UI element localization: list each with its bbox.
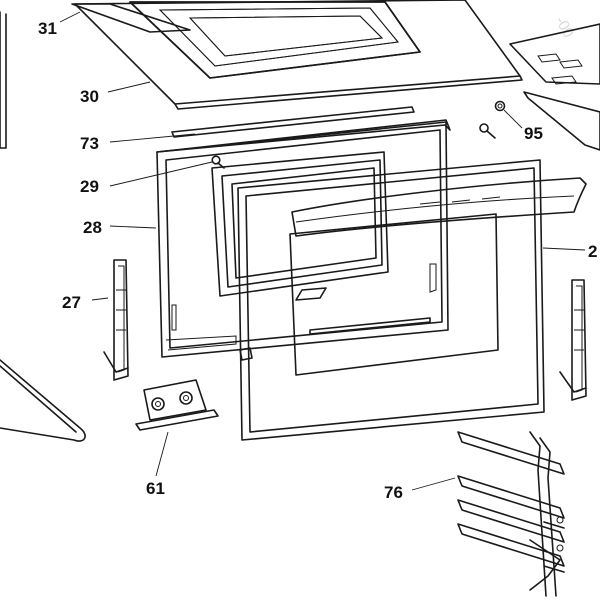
leader-2x (542, 247, 586, 251)
part-27-left-hinge (103, 259, 129, 381)
right-hinge (559, 279, 587, 401)
label-76: 76 (384, 483, 403, 502)
part-29-screw (211, 155, 225, 169)
part-61-bracket (135, 379, 219, 431)
outer-door-panel (237, 159, 545, 441)
label-30: 30 (80, 87, 99, 106)
label-95: 95 (524, 124, 543, 143)
leader-76 (411, 477, 456, 491)
leader-30 (107, 81, 151, 93)
label-27: 27 (62, 293, 81, 312)
part-28-door-frame (156, 119, 451, 358)
door-handle (291, 177, 587, 237)
leader-27 (91, 297, 109, 301)
left-wire-rack (0, 359, 86, 442)
label-61: 61 (146, 479, 165, 498)
left-cabinet-edge (0, 11, 7, 149)
leader-28 (109, 225, 157, 229)
part-30-base-plate (74, 0, 523, 110)
inner-glass-frame (211, 151, 389, 297)
part-76-shelf-runners (457, 431, 565, 597)
watermark-text: -00 (552, 14, 578, 41)
leader-29 (109, 161, 213, 187)
part-labels: 31 30 73 95 29 28 2 27 61 76 (38, 19, 597, 502)
leader-73 (109, 133, 196, 143)
part-73-seal-strip (171, 106, 415, 138)
part-95-screws (479, 100, 506, 139)
leader-95 (503, 109, 523, 129)
leader-31 (59, 11, 81, 23)
label-2x: 2 (588, 242, 597, 261)
leader-lines (59, 11, 586, 491)
label-31: 31 (38, 19, 57, 38)
label-73: 73 (80, 134, 99, 153)
leader-61 (155, 431, 169, 477)
label-29: 29 (80, 177, 99, 196)
right-side-panel (509, 23, 600, 151)
label-28: 28 (83, 218, 102, 237)
